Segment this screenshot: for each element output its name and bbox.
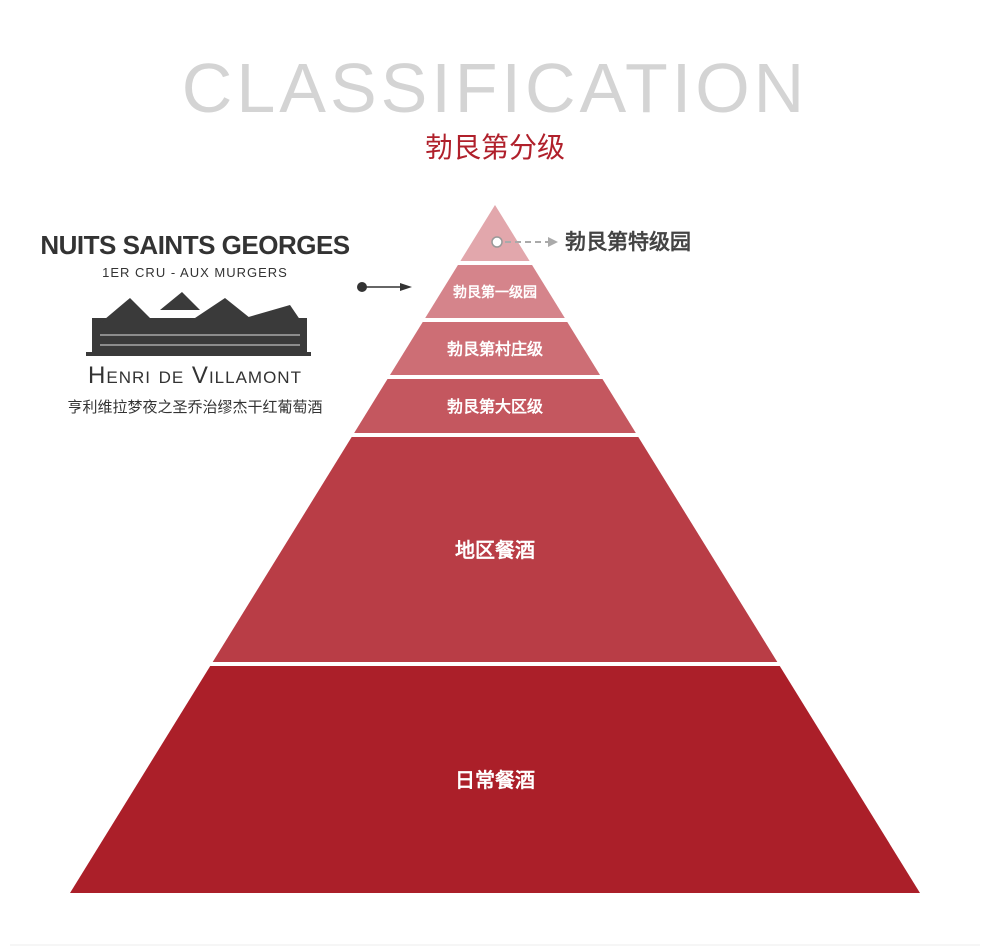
pyramid-level-label: 日常餐酒 bbox=[455, 768, 535, 792]
producer-name: Henri de Villamont bbox=[88, 362, 302, 389]
pyramid-level-6 bbox=[70, 666, 920, 893]
wine-name: NUITS SAINTS GEORGES bbox=[40, 230, 350, 260]
page-subtitle: 勃艮第分级 bbox=[424, 131, 565, 164]
pyramid-level-label: 勃艮第一级园 bbox=[453, 284, 537, 301]
grand-cru-label: 勃艮第特级园 bbox=[565, 229, 691, 254]
pyramid-level-1 bbox=[460, 205, 530, 261]
wine-cru: 1er Cru - Aux Murgers bbox=[102, 265, 288, 280]
pyramid-level-label: 地区餐酒 bbox=[455, 538, 535, 562]
pyramid-level-label: 勃艮第大区级 bbox=[447, 397, 544, 416]
grand-cru-marker-icon bbox=[491, 236, 503, 248]
wine-chinese-name: 亨利维拉梦夜之圣乔治缪杰干红葡萄酒 bbox=[67, 398, 323, 416]
pyramid-level-3 bbox=[389, 322, 601, 375]
wine-arrow-head-icon bbox=[400, 283, 412, 291]
arrow-head-icon bbox=[548, 237, 558, 247]
pyramid-level-label: 勃艮第村庄级 bbox=[447, 340, 544, 359]
pyramid-level-5 bbox=[212, 437, 778, 662]
pyramid-level-2 bbox=[425, 265, 565, 318]
pyramid-level-4 bbox=[354, 379, 636, 433]
page-title: CLASSIFICATION bbox=[181, 49, 809, 127]
